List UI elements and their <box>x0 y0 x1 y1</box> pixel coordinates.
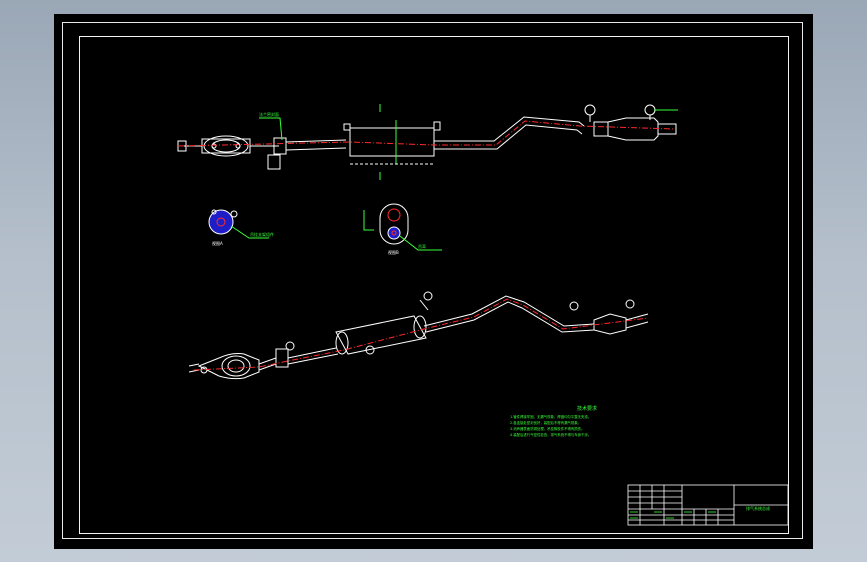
note-line-1: 1.管件焊接牢固，无漏气现象，焊缝均匀平整无夹渣。 <box>510 414 591 419</box>
drawing-title: 排气系统总成 <box>746 505 770 511</box>
isometric-view-exhaust <box>188 291 649 380</box>
view-a-label: 视图A <box>212 240 223 246</box>
view-a-callout: 吊挂支架组件 <box>250 231 274 237</box>
drawing-border-outer <box>62 22 803 539</box>
section-view-a <box>208 209 269 239</box>
front-pipe <box>285 139 347 151</box>
rear-pipe <box>434 116 585 150</box>
exhaust-centerline <box>177 120 675 147</box>
drawing-sheet: 法兰密封面 吊挂支架组件 视图A 吊耳 视图B <box>54 14 813 549</box>
view-b-callout: 吊耳 <box>418 244 426 249</box>
note-line-4: 4.装配后进行气密性检查，排气系统不得与车身干涉。 <box>510 432 591 437</box>
iso-catalytic-converter <box>188 341 295 380</box>
flange-callout-label: 法兰密封面 <box>259 111 279 117</box>
cad-drawing: 法兰密封面 吊挂支架组件 视图A 吊耳 视图B <box>177 104 789 526</box>
title-block <box>627 484 789 526</box>
tail-section <box>593 117 677 141</box>
main-muffler <box>343 120 441 165</box>
view-b-label: 视图B <box>388 249 399 255</box>
note-line-2: 2.各连接处密封良好，装配后不得有漏气现象。 <box>510 420 581 425</box>
drawing-border-inner <box>79 36 789 534</box>
balloon-2 <box>644 104 656 116</box>
top-view-exhaust <box>177 104 678 180</box>
balloon-1 <box>584 104 596 116</box>
front-flange-bracket <box>264 137 287 170</box>
iso-tail-section <box>569 299 649 335</box>
iso-muffler <box>335 291 433 355</box>
notes-heading: 技术要求 <box>577 405 597 412</box>
note-line-3: 3.消声器表面防锈处理，吊挂橡胶件不得有损伤。 <box>510 426 584 431</box>
technical-notes: 技术要求 1.管件焊接牢固，无漏气现象，焊缝均匀平整无夹渣。 2.各连接处密封良… <box>510 405 597 437</box>
section-view-b <box>363 203 442 251</box>
